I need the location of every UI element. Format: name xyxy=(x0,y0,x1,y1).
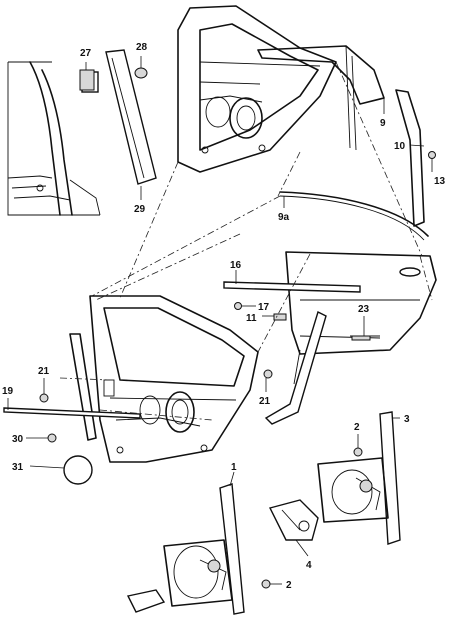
callout-9a: 9a xyxy=(278,212,290,223)
clip-part-21a xyxy=(39,393,49,403)
callout-19: 19 xyxy=(2,386,14,397)
clip-part-27 xyxy=(79,62,95,91)
callout-13: 13 xyxy=(434,176,446,187)
window-channel-part-9 xyxy=(257,45,385,151)
callout-1: 1 xyxy=(231,462,237,473)
rear-guide-part-10 xyxy=(395,89,436,227)
assembly-lines xyxy=(59,61,433,421)
callout-10: 10 xyxy=(394,141,406,152)
rear-door-inner-frame xyxy=(89,295,259,463)
callout-4: 4 xyxy=(306,560,312,571)
cover-part-31 xyxy=(63,455,93,485)
trim-strip-part-29 xyxy=(105,49,157,185)
part-23 xyxy=(351,316,371,341)
grommet-part-28 xyxy=(134,56,148,79)
callout-29: 29 xyxy=(134,204,146,215)
clip-part-17 xyxy=(234,302,242,310)
callout-17: 17 xyxy=(258,302,270,313)
callout-30: 30 xyxy=(12,434,24,445)
callout-21-right: 21 xyxy=(259,396,271,407)
strip-part-19 xyxy=(3,407,141,419)
callout-28: 28 xyxy=(136,42,148,53)
callout-9: 9 xyxy=(380,118,386,129)
callout-21-left: 21 xyxy=(38,366,50,377)
rear-door-shell-top xyxy=(177,5,337,173)
regulator-part-3 xyxy=(317,411,401,545)
bolt-part-2a xyxy=(353,447,363,457)
callout-2-upper: 2 xyxy=(354,422,360,433)
callout-31: 31 xyxy=(12,462,24,473)
handle-knob xyxy=(126,589,166,613)
seal-strip-left xyxy=(69,333,97,441)
bolt-part-2b xyxy=(261,579,271,589)
callout-16: 16 xyxy=(230,260,242,271)
clip-part-11 xyxy=(273,313,287,321)
callout-2-lower: 2 xyxy=(286,580,292,591)
callout-3: 3 xyxy=(404,414,410,425)
regulator-part-1 xyxy=(163,483,245,615)
moulding-part-16 xyxy=(223,281,361,293)
trim-strip-part-21 xyxy=(264,311,327,425)
clip-part-30 xyxy=(47,433,57,443)
callout-27: 27 xyxy=(80,48,92,59)
belt-moulding-part-9a xyxy=(279,191,429,241)
leader-lines xyxy=(7,98,433,585)
callout-23: 23 xyxy=(358,304,370,315)
clip-part-21b xyxy=(263,369,273,379)
callout-11: 11 xyxy=(246,313,257,324)
motor-part-4 xyxy=(268,499,319,541)
